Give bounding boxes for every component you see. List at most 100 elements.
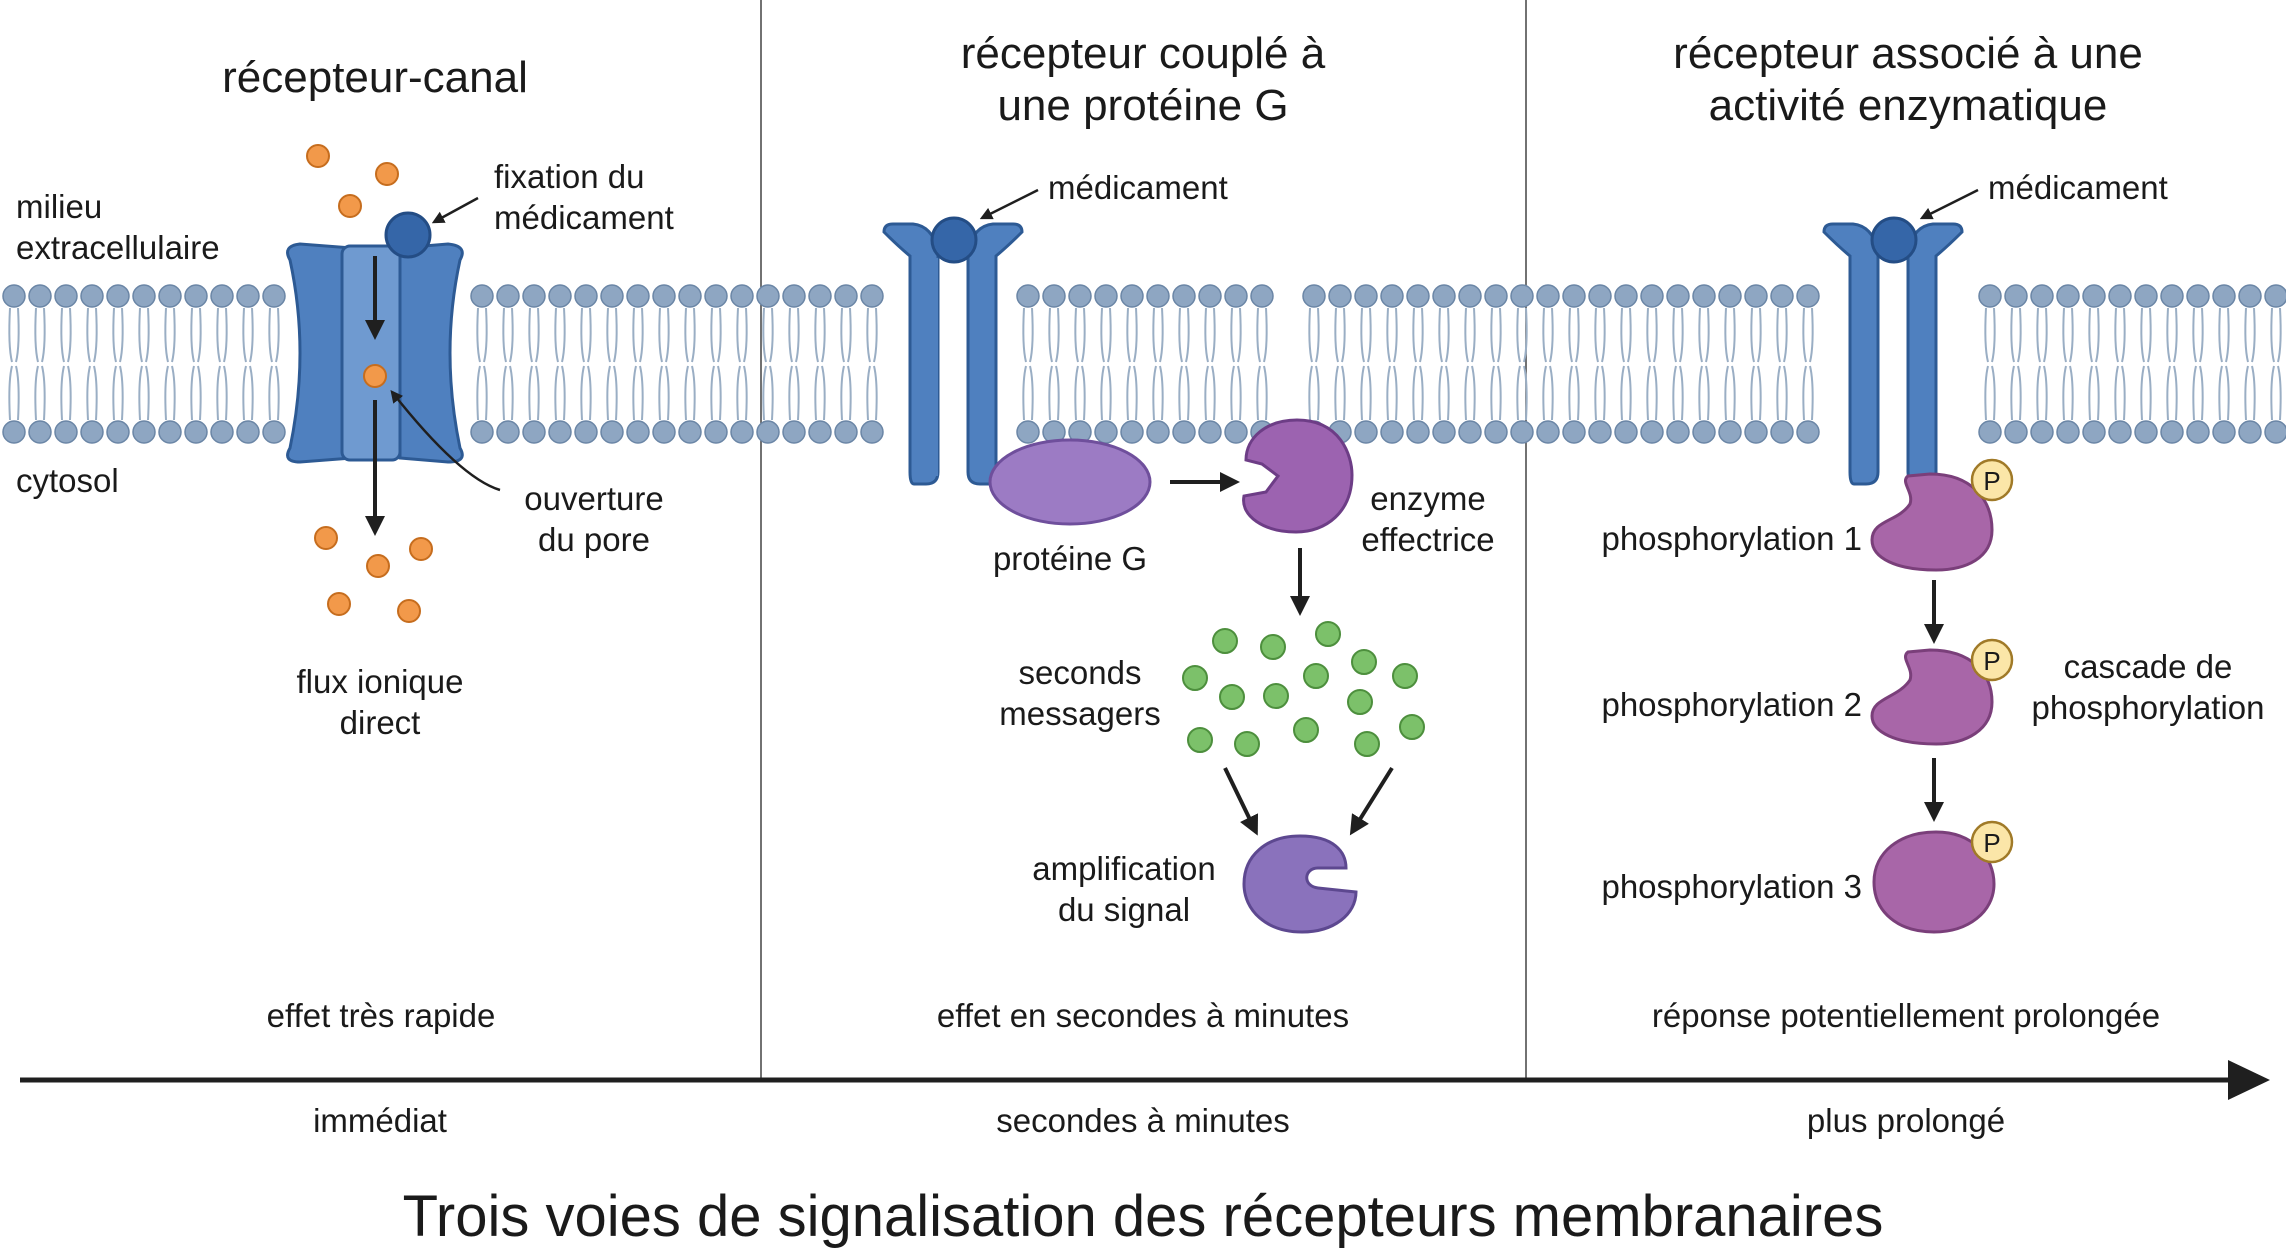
lipid-tail — [1731, 365, 1736, 421]
lipid-tail — [1549, 307, 1554, 363]
lipid-tail — [1074, 307, 1079, 363]
lipid-head — [574, 420, 598, 444]
lipid-head — [470, 420, 494, 444]
lipid-head — [678, 284, 702, 308]
lipid-head — [1224, 420, 1248, 444]
lipid-tail — [1126, 307, 1131, 363]
phosphorylation-step-2-label: phosphorylation 2 — [1601, 686, 1862, 723]
lipid-head — [1536, 420, 1560, 444]
lipid-tail — [613, 365, 618, 421]
lipid-head — [2030, 284, 2054, 308]
lipid-head — [574, 284, 598, 308]
ion-flux-label-line1: flux ionique — [297, 663, 464, 700]
lipid-head — [756, 420, 780, 444]
drug-pointer-enzyme — [1919, 188, 1979, 220]
lipid-head — [2212, 420, 2236, 444]
lipid-tail — [2218, 365, 2223, 421]
lipid-head — [496, 284, 520, 308]
lipid-tail — [1178, 365, 1183, 421]
lipid-tail — [93, 365, 98, 421]
phosphate-badge-2 — [1970, 638, 2014, 682]
lipid-tail — [67, 307, 72, 363]
lipid-tail — [509, 365, 514, 421]
lipid-head — [2082, 284, 2106, 308]
drug-label-enzyme: médicament — [1988, 169, 2168, 206]
lipid-head — [782, 284, 806, 308]
lipid-tail — [873, 365, 878, 421]
lipid-tail — [2270, 307, 2275, 363]
time-label-prolonged: plus prolongé — [1807, 1102, 2005, 1139]
lipid-tail — [1393, 307, 1398, 363]
ion-flux-label-line2: direct — [340, 704, 421, 741]
lipid-tail — [580, 307, 585, 363]
phosphate-badge-3 — [1970, 820, 2014, 864]
lipid-head — [1328, 284, 1352, 308]
effector-label-line2: effectrice — [1361, 521, 1494, 558]
lipid-head — [2238, 284, 2262, 308]
lipid-tail — [34, 365, 39, 421]
lipid-tail — [2069, 307, 2074, 363]
lipid-tail — [1653, 365, 1658, 421]
lipid-tail — [2166, 307, 2171, 363]
lipid-tail — [1178, 307, 1183, 363]
lipid-tail — [535, 307, 540, 363]
lipid-tail — [1419, 365, 1424, 421]
lipid-head — [236, 420, 260, 444]
lipid-tail — [1445, 365, 1450, 421]
lipid-head — [756, 284, 780, 308]
lipid-tail — [1263, 365, 1268, 421]
lipid-tail — [1464, 307, 1469, 363]
lipid-tail — [639, 365, 644, 421]
lipid-head — [1536, 284, 1560, 308]
lipid-tail — [1412, 365, 1417, 421]
lipid-head — [1770, 420, 1794, 444]
lipid-tail — [41, 365, 46, 421]
lipid-tail — [2043, 365, 2048, 421]
lipid-tail — [1490, 365, 1495, 421]
lipid-head — [652, 284, 676, 308]
lipid-tail — [1185, 365, 1190, 421]
time-axis-arrowhead — [2228, 1060, 2270, 1100]
lipid-head — [834, 284, 858, 308]
lipid-tail — [691, 365, 696, 421]
lipid-tail — [2121, 365, 2126, 421]
lipid-tail — [1263, 307, 1268, 363]
lipid-head — [600, 284, 624, 308]
lipid-tail — [1438, 307, 1443, 363]
drug-binding-pointer — [431, 196, 479, 224]
lipid-tail — [1757, 365, 1762, 421]
lipid-tail — [691, 307, 696, 363]
lipid-tail — [15, 365, 20, 421]
lipid-tail — [145, 365, 150, 421]
lipid-tail — [1672, 307, 1677, 363]
panel-title-gpcr-line2: une protéine G — [997, 81, 1288, 130]
lipid-head — [28, 420, 52, 444]
lipid-tail — [1081, 365, 1086, 421]
lipid-head — [860, 420, 884, 444]
lipid-tail — [821, 307, 826, 363]
lipid-tail — [1523, 365, 1528, 421]
phosphorylation-step-3-label: phosphorylation 3 — [1601, 868, 1862, 905]
lipid-head — [2134, 284, 2158, 308]
lipid-head — [626, 420, 650, 444]
lipid-tail — [1419, 307, 1424, 363]
lipid-head — [1354, 284, 1378, 308]
lipid-tail — [2036, 307, 2041, 363]
lipid-tail — [554, 307, 559, 363]
lipid-tail — [1620, 365, 1625, 421]
lipid-tail — [1523, 307, 1528, 363]
lipid-tail — [2010, 365, 2015, 421]
lipid-tail — [2147, 307, 2152, 363]
lipid-tail — [1055, 307, 1060, 363]
lipid-tail — [112, 307, 117, 363]
lipid-head — [1380, 284, 1404, 308]
lipid-tail — [1750, 307, 1755, 363]
lipid-tail — [1211, 365, 1216, 421]
effector-enzyme — [1242, 418, 1354, 534]
lipid-head — [1770, 284, 1794, 308]
gpcr-receptor — [882, 222, 1024, 486]
lipid-tail — [1627, 365, 1632, 421]
lipid-tail — [2010, 307, 2015, 363]
lipid-tail — [2251, 365, 2256, 421]
lipid-head — [2160, 284, 2184, 308]
